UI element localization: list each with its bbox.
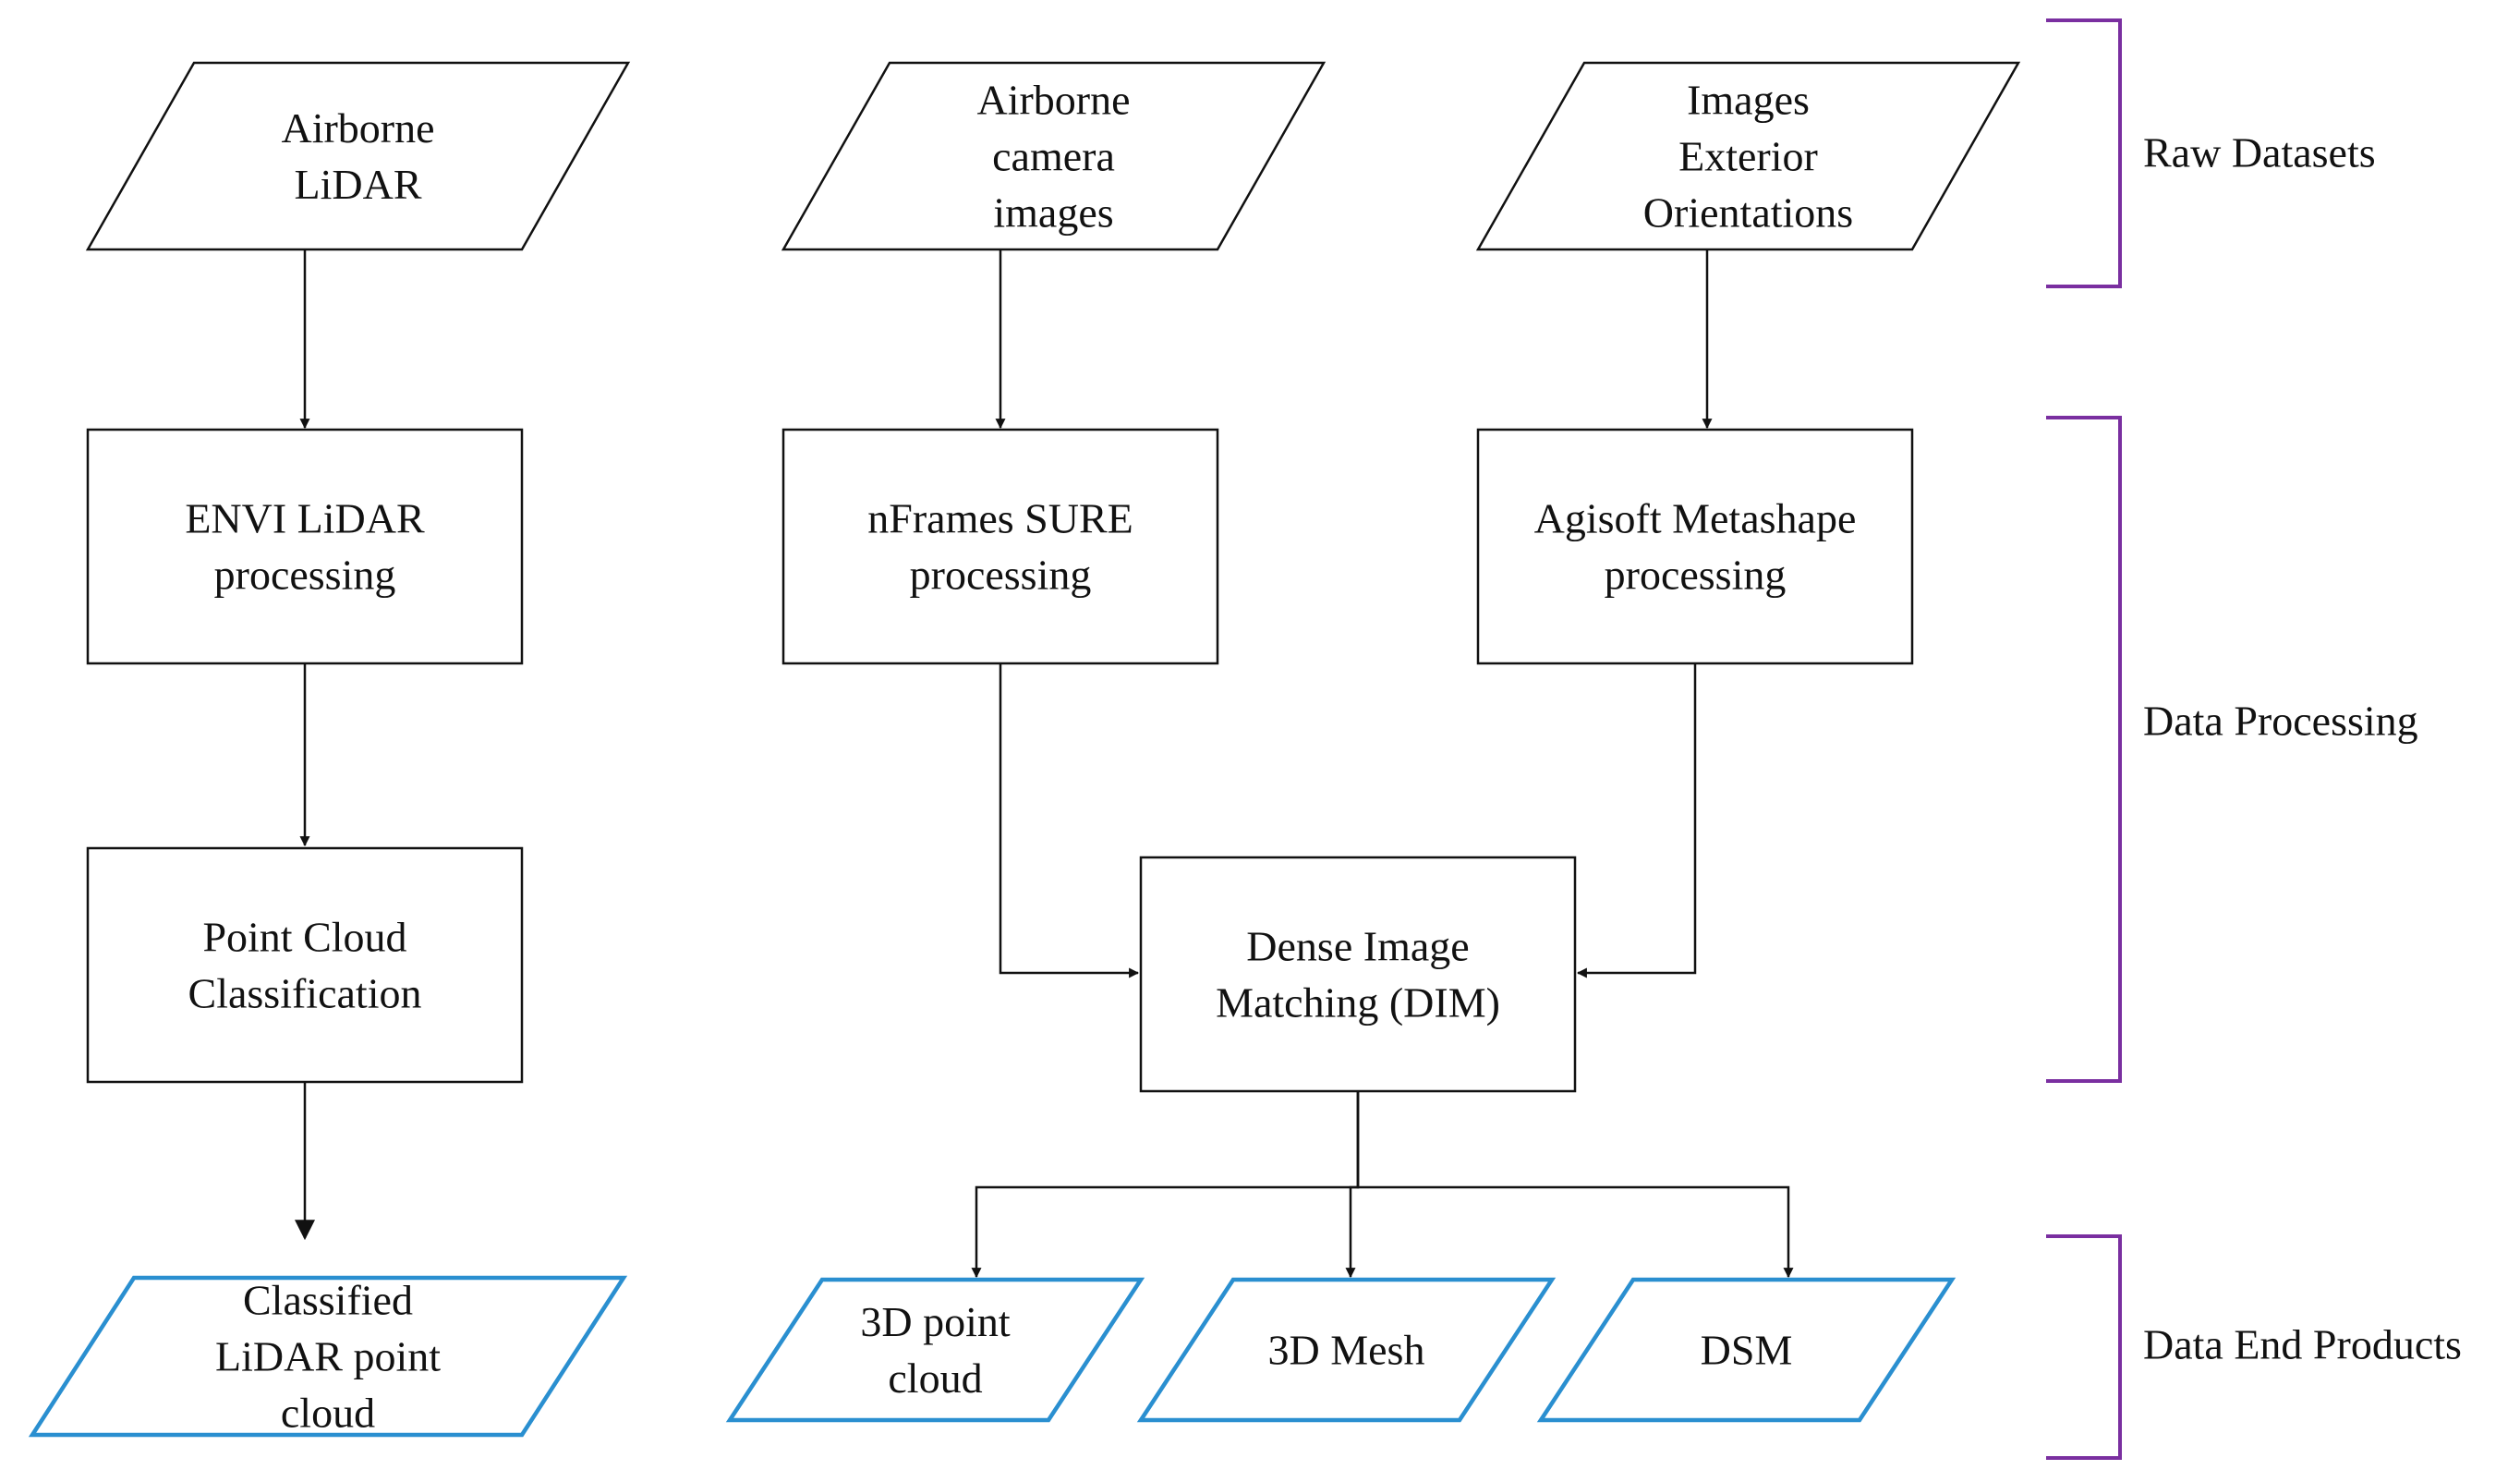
nodes-layer: AirborneLiDARAirbornecameraimagesImagesE… [28, 61, 2021, 1438]
node-label-line: Images [1687, 77, 1810, 124]
stage-label: Raw Datasets [2143, 129, 2376, 176]
node-label-line: Point Cloud [202, 914, 406, 961]
node-label-line: Matching (DIM) [1216, 979, 1500, 1026]
node-label-line: LiDAR [295, 161, 422, 208]
node-label-line: nFrames SURE [867, 495, 1133, 542]
node-label-line: Orientations [1643, 189, 1853, 237]
process-box [1139, 856, 1577, 1093]
stage-bracket [2046, 416, 2122, 1083]
node-label-line: LiDAR point [215, 1333, 441, 1380]
node-label-line: 3D point [860, 1298, 1011, 1345]
stage-label: Data Processing [2143, 698, 2418, 745]
node-nframes-sure-processing: nFrames SURE processing [781, 428, 1219, 665]
node-agisoft-metashape-processing: Agisoft Metashape processing [1476, 428, 1914, 665]
input-parallelogram [781, 61, 1327, 251]
output-parallelogram [28, 1275, 628, 1438]
output-parallelogram [1136, 1277, 1557, 1423]
edges-layer [295, 249, 1794, 1279]
node-label-line: Agisoft Metashape [1534, 495, 1857, 542]
edge-nframes-sure-processing-to-dense-image-matching [999, 663, 1140, 978]
process-box [781, 428, 1219, 665]
node-label-line: processing [1605, 552, 1787, 599]
process-box [86, 428, 524, 665]
input-parallelogram [85, 61, 631, 251]
edge-dense-image-matching-to-dsm [1356, 1091, 1794, 1279]
node-label-line: Classified [243, 1277, 413, 1324]
node-label-line: Classification [188, 970, 422, 1017]
node-airborne-camera-images: Airborne camera images [781, 61, 1327, 251]
node-envi-lidar-processing: ENVI LiDAR processing [86, 428, 524, 665]
node-dsm: DSM [1536, 1277, 1957, 1423]
stage-data-end-products: Data End Products [2046, 1234, 2462, 1460]
stage-raw-datasets: Raw Datasets [2046, 18, 2376, 288]
node-label-line: processing [214, 552, 396, 599]
stage-bracket [2046, 18, 2122, 288]
stage-label: Data End Products [2143, 1321, 2462, 1368]
node-3d-mesh: 3D Mesh [1136, 1277, 1557, 1423]
node-label-line: DSM [1701, 1327, 1793, 1374]
node-label-line: Airborne [976, 77, 1130, 124]
edge-dense-image-matching-to-3d-point-cloud [971, 1091, 1360, 1279]
stage-bracket [2046, 1234, 2122, 1460]
node-label-line: Exterior [1678, 133, 1818, 180]
node-label-line: Dense Image [1246, 923, 1469, 970]
node-label-line: images [993, 189, 1113, 237]
output-parallelogram [725, 1277, 1145, 1423]
node-label-line: processing [910, 552, 1092, 599]
process-box [86, 846, 524, 1084]
node-label-line: cloud [281, 1390, 375, 1437]
node-3d-point-cloud: 3D point cloud [725, 1277, 1145, 1423]
node-label-line: ENVI LiDAR [185, 495, 425, 542]
stage-data-processing: Data Processing [2046, 416, 2418, 1083]
edge-agisoft-metashape-processing-to-dense-image-matching [1576, 663, 1697, 978]
node-label-line: 3D Mesh [1268, 1327, 1425, 1374]
process-box [1476, 428, 1914, 665]
node-label-line: camera [992, 133, 1115, 180]
input-parallelogram [1475, 61, 2021, 251]
node-label-line: cloud [888, 1354, 982, 1402]
node-label-line: Airborne [281, 104, 434, 152]
output-parallelogram [1536, 1277, 1957, 1423]
